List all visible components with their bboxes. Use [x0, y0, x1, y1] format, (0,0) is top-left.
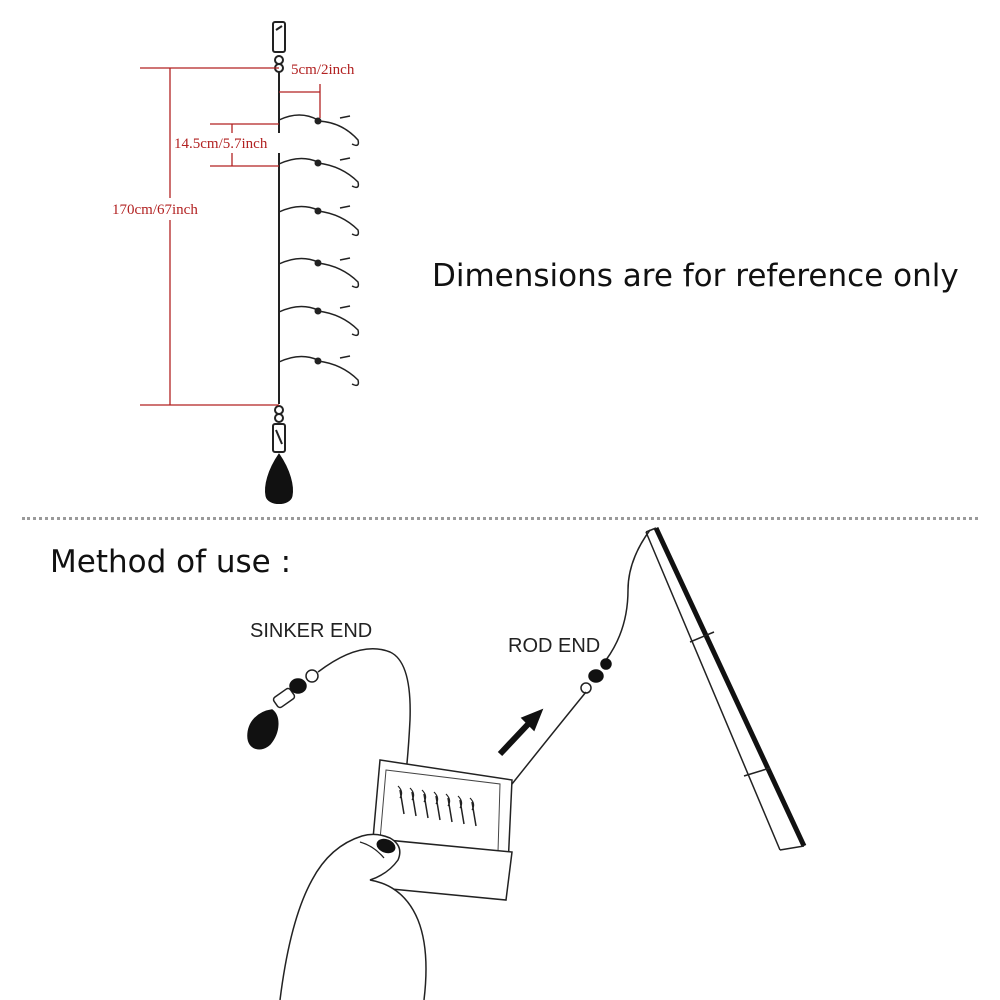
hook-spacing-label: 14.5cm/5.7inch — [174, 136, 268, 152]
bottom-bead — [274, 405, 284, 415]
reference-note: Dimensions are for reference only — [432, 258, 959, 294]
top-swivel — [272, 21, 286, 53]
total-length-label: 170cm/67inch — [112, 202, 198, 218]
rod-line — [605, 529, 651, 661]
fishing-rod — [645, 526, 807, 851]
sinker-weight-bottom — [247, 709, 279, 750]
section-divider — [22, 517, 978, 520]
method-title: Method of use : — [50, 544, 292, 580]
rig-illustration — [265, 21, 360, 504]
sinker-end-label: SINKER END — [250, 620, 372, 642]
dropper-length-label: 5cm/2inch — [291, 62, 355, 78]
sinker-line — [317, 648, 411, 791]
dimension-lines — [140, 67, 321, 406]
top-bead — [274, 55, 284, 65]
rig-package — [359, 759, 513, 901]
spacing-label-bg — [172, 133, 282, 153]
hook-dropper — [278, 305, 360, 337]
hook-dropper — [278, 157, 360, 189]
hook-dropper — [278, 205, 360, 237]
rod-end-bead — [580, 682, 592, 694]
hook-dropper — [278, 355, 360, 387]
sinker-weight — [265, 453, 293, 504]
hand-illustration — [279, 833, 427, 1000]
hook-dropper — [278, 257, 360, 289]
usage-illustration — [247, 526, 807, 1000]
direction-arrow-icon — [497, 708, 544, 757]
total-length-label-bg — [112, 198, 236, 220]
rod-end-label: ROD END — [508, 635, 600, 657]
hook-dropper — [278, 114, 360, 147]
